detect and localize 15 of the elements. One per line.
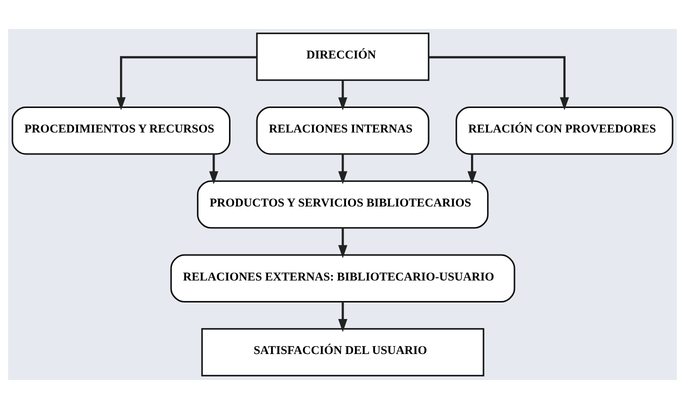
node-box: SATISFACCIÓN DEL USUARIO [201, 328, 484, 376]
node-box: DIRECCIÓN [256, 32, 430, 80]
arrow [338, 80, 348, 110]
arrow [468, 154, 477, 184]
arrow [209, 154, 218, 184]
node-box: PRODUCTOS Y SERVICIOS BIBLIOTECARIOS [196, 180, 489, 228]
arrow [428, 56, 570, 110]
node-box: PROCEDIMIENTOS Y RECURSOS [12, 106, 231, 154]
node-box: RELACIONES EXTERNAS: BIBLIOTECARIO-USUARIO [170, 254, 516, 302]
arrow [338, 301, 348, 332]
node-box: RELACIONES INTERNAS [256, 106, 430, 154]
arrow [338, 154, 348, 184]
arrow [338, 227, 348, 258]
arrow [116, 56, 257, 110]
node-box: RELACIÓN CON PROVEEDORES [456, 106, 674, 154]
